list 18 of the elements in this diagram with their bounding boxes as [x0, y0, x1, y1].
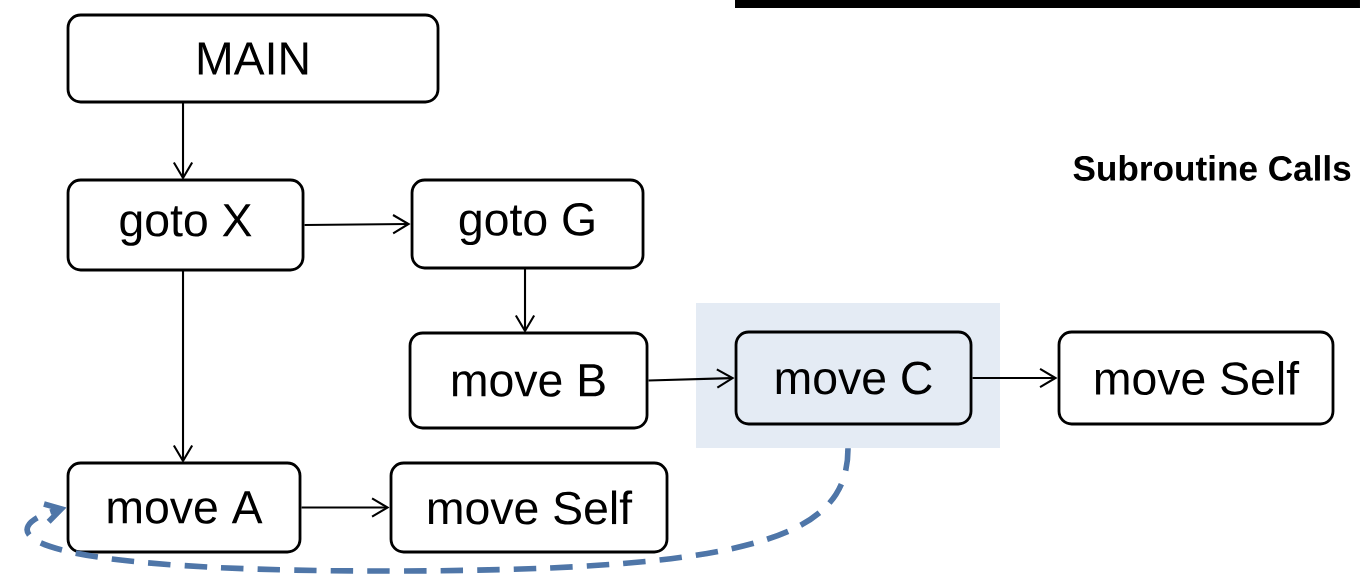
arrow [25, 448, 851, 574]
process-box: goto G [410, 178, 645, 270]
arrow [172, 270, 194, 463]
process-box: goto X [66, 178, 305, 272]
arrow [304, 214, 411, 235]
process-box: MAIN [66, 13, 440, 104]
process-box: move A [66, 461, 302, 554]
highlight-band [696, 303, 1000, 448]
process-box: move Self [389, 461, 669, 554]
process-box: move B [408, 331, 649, 430]
arrow [172, 102, 194, 180]
arrow [648, 368, 735, 389]
arrow [514, 268, 536, 333]
process-box: move Self [1057, 330, 1335, 426]
process-box: move C [734, 330, 973, 426]
arrow [301, 497, 390, 518]
arrow [972, 367, 1058, 389]
title: Subroutine Calls [1073, 155, 1351, 181]
